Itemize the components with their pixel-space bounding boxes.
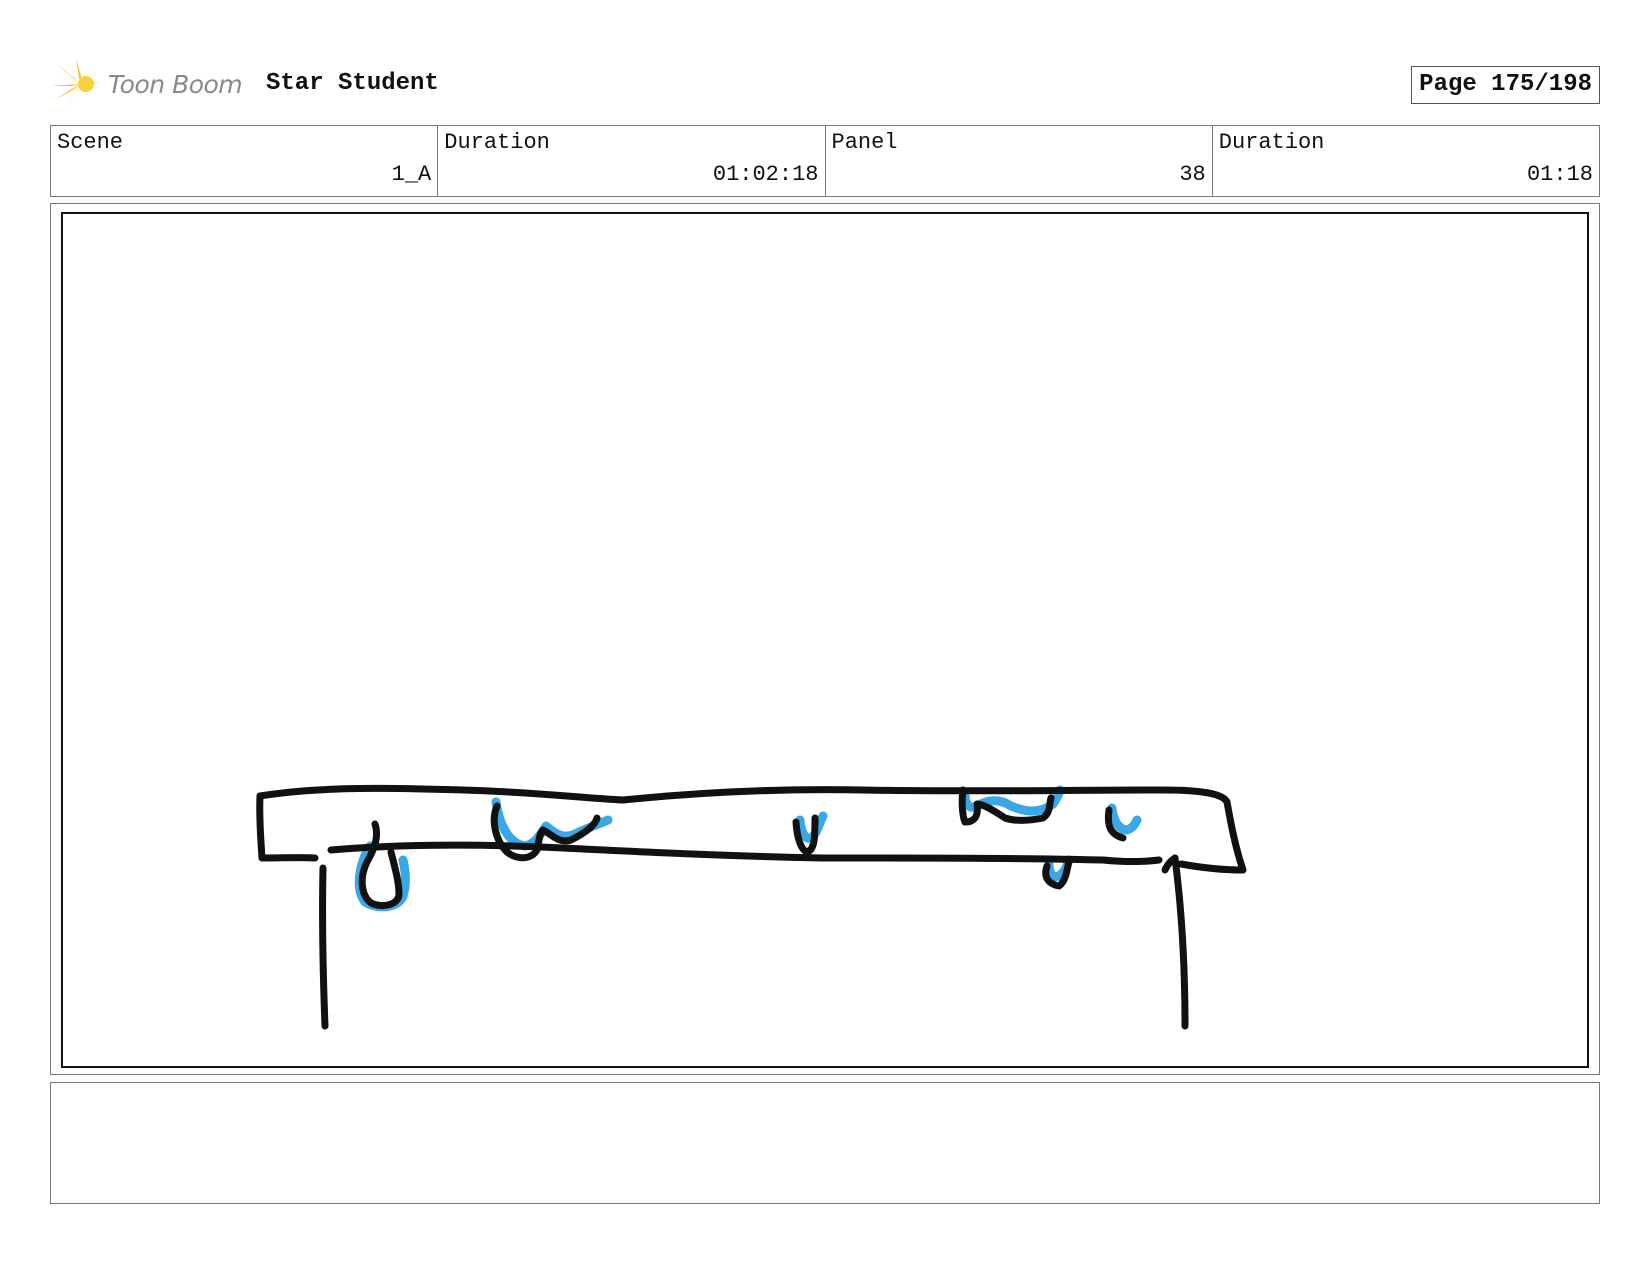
panel-duration-value: 01:18 [1526, 162, 1593, 187]
scene-label: Scene [57, 130, 124, 155]
panel-cell: Panel 38 [826, 126, 1213, 196]
panel-notes-box[interactable] [50, 1082, 1600, 1204]
scene-cell: Scene 1_A [51, 126, 439, 196]
panel-label: Panel [831, 130, 898, 155]
starburst-logo-icon [50, 58, 100, 110]
scene-value: 1_A [391, 162, 432, 187]
logo-wordmark: Toon Boom [108, 69, 243, 99]
page-indicator: Page 175/198 [1411, 66, 1600, 104]
scene-duration-cell: Duration 01:02:18 [438, 126, 826, 196]
panel-info-table: Scene 1_A Duration 01:02:18 Panel 38 Dur… [50, 125, 1600, 197]
panel-image-area [61, 212, 1589, 1068]
scene-duration-label: Duration [444, 130, 550, 155]
scene-duration-value: 01:02:18 [712, 162, 819, 187]
table-outline [256, 784, 1247, 1030]
panel-frame [50, 203, 1600, 1075]
toon-boom-logo: Toon Boom [50, 56, 243, 112]
panel-duration-label: Duration [1218, 130, 1325, 155]
storyboard-header: Toon Boom Star Student Page 175/198 [50, 56, 1600, 112]
panel-duration-cell: Duration 01:18 [1213, 126, 1599, 196]
project-title: Star Student [266, 70, 439, 97]
panel-value: 38 [1179, 162, 1206, 187]
table-sketch [256, 784, 1247, 1030]
